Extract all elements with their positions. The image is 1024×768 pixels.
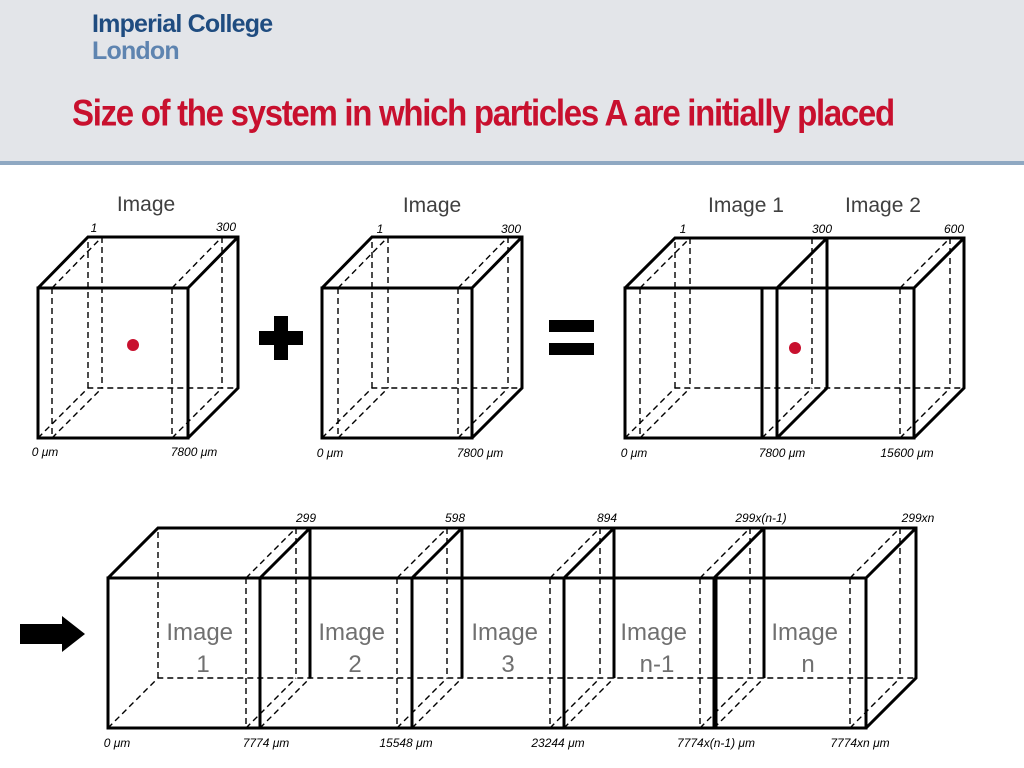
cube1-pos-end: 7800 μm (171, 445, 218, 459)
chain-label-image-2: Image 2 (318, 619, 391, 678)
chain-tick-n: 299xn (901, 511, 935, 525)
slide-title: Size of the system in which particles A … (72, 92, 895, 134)
cube1-tick-start: 1 (91, 221, 98, 235)
cube2-pos-end: 7800 μm (457, 446, 504, 460)
combined-tick-1: 1 (680, 222, 687, 236)
chain-label-image-3: Image 3 (471, 619, 544, 678)
image-chain (106, 526, 918, 730)
header-bar: Imperial College London Size of the syst… (0, 0, 1024, 165)
chain-pos-0: 0 μm (104, 736, 131, 750)
cube1-tick-end: 300 (216, 220, 236, 234)
chain-label-image-n: Image n (771, 619, 844, 678)
chain-tick-894: 894 (597, 511, 617, 525)
combined-pos-0: 0 μm (621, 446, 648, 460)
logo-imperial-college: Imperial College (92, 10, 273, 38)
cube1-label: Image (117, 193, 175, 216)
combined-tick-300: 300 (812, 222, 832, 236)
combined-box (623, 236, 966, 440)
chain-tick-n-1: 299x(n-1) (734, 511, 786, 525)
combined-label-image2: Image 2 (845, 194, 921, 217)
cube2-pos-start: 0 μm (317, 446, 344, 460)
combined-pos-15600: 15600 μm (880, 446, 933, 460)
logo-london: London (92, 37, 180, 65)
chain-label-image-n-1: Image n-1 (620, 619, 693, 678)
chain-pos-n-1: 7774x(n-1) μm (677, 736, 755, 750)
combined-label-image1: Image 1 (708, 194, 784, 217)
chain-label-image-1: Image 1 (166, 619, 239, 678)
chain-pos-23244: 23244 μm (530, 736, 584, 750)
chain-pos-n: 7774xn μm (830, 736, 889, 750)
cube2-tick-end: 300 (501, 222, 521, 236)
cube2-label: Image (403, 194, 461, 217)
combined-pos-7800: 7800 μm (759, 446, 806, 460)
chain-tick-598: 598 (445, 511, 465, 525)
cube2-tick-start: 1 (377, 222, 384, 236)
chain-pos-15548: 15548 μm (379, 736, 432, 750)
chain-tick-299: 299 (295, 511, 316, 525)
chain-pos-7774: 7774 μm (243, 736, 290, 750)
plus-icon (259, 316, 303, 360)
particle-a-dot (127, 339, 139, 351)
arrow-right-icon (20, 616, 85, 652)
cube-1 (36, 235, 240, 440)
combined-tick-600: 600 (944, 222, 964, 236)
equals-icon (549, 320, 594, 355)
cube1-pos-start: 0 μm (32, 445, 59, 459)
particle-a-dot-combined (789, 342, 801, 354)
cube-2 (320, 235, 524, 440)
